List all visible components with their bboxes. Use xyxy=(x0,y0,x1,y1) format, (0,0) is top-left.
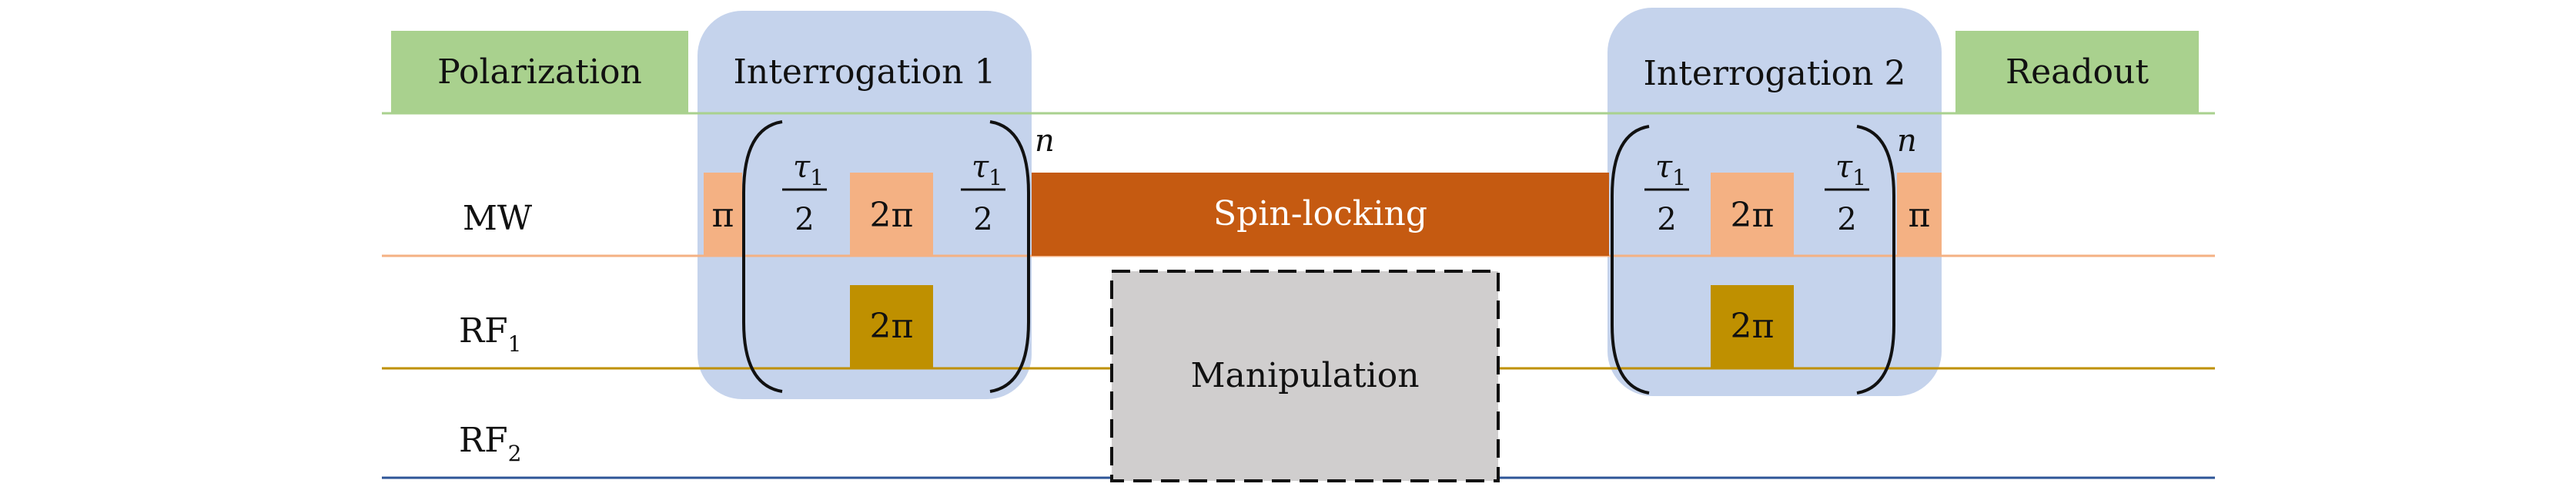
tau-numerator-2b: τ1 xyxy=(1835,149,1866,190)
tau-numerator-1a: τ1 xyxy=(793,149,824,190)
tau-denominator-2b: 2 xyxy=(1837,202,1856,237)
rf2-main: RF xyxy=(459,421,508,460)
polarization-box xyxy=(391,31,688,114)
repeat-n-1: n xyxy=(1035,123,1055,159)
rf1-2pi-label-2: 2π xyxy=(1731,307,1775,346)
mw-2pi-pulse-2 xyxy=(1711,173,1794,256)
mw-pi-pulse-2 xyxy=(1897,173,1942,256)
mw-2pi-label-1: 2π xyxy=(870,196,914,235)
left-bracket-1 xyxy=(742,120,783,393)
manipulation-box xyxy=(1110,270,1500,482)
left-bracket-2 xyxy=(1611,125,1650,395)
rf2-row-label: RF2 xyxy=(459,421,522,466)
tau-denominator-2a: 2 xyxy=(1657,202,1676,237)
readout-box xyxy=(1955,31,2199,114)
mw-2pi-pulse-1 xyxy=(850,173,933,256)
rf1-2pi-pulse-2 xyxy=(1711,285,1794,368)
tau-denominator-1b: 2 xyxy=(973,202,992,237)
manipulation-label: Manipulation xyxy=(1190,356,1419,395)
spin-locking-label: Spin-locking xyxy=(1213,194,1427,233)
rf1-2pi-label-1: 2π xyxy=(870,307,914,346)
spin-locking-pulse xyxy=(1032,173,1609,256)
tau-subscript: 1 xyxy=(1852,165,1866,190)
interrogation1-label: Interrogation 1 xyxy=(734,52,996,92)
tau-numerator-2a: τ1 xyxy=(1655,149,1686,190)
repeat-n-2: n xyxy=(1897,123,1917,159)
tau-subscript: 1 xyxy=(989,165,1002,190)
right-bracket-2 xyxy=(1856,125,1895,395)
rf1-subscript: 1 xyxy=(508,331,522,357)
readout-label: Readout xyxy=(2006,52,2149,92)
rf2-subscript: 2 xyxy=(508,441,522,466)
tau-symbol: τ xyxy=(1835,149,1853,185)
mw-2pi-label-2: 2π xyxy=(1731,196,1775,235)
interrogation2-label: Interrogation 2 xyxy=(1644,54,1906,93)
tau-symbol: τ xyxy=(1655,149,1673,185)
mw-pi-label-2: π xyxy=(1909,196,1931,235)
rf1-row-label: RF1 xyxy=(459,311,522,357)
polarization-label: Polarization xyxy=(437,52,642,92)
mw-pi-label-1: π xyxy=(712,196,734,235)
tau-subscript: 1 xyxy=(1672,165,1686,190)
rf1-2pi-pulse-1 xyxy=(850,285,933,368)
tau-numerator-1b: τ1 xyxy=(972,149,1002,190)
right-bracket-1 xyxy=(989,120,1030,393)
mw-pi-pulse-1 xyxy=(704,173,742,256)
mw-row-label: MW xyxy=(463,199,533,238)
tau-subscript: 1 xyxy=(810,165,824,190)
tau-symbol: τ xyxy=(793,149,811,185)
tau-denominator-1a: 2 xyxy=(795,202,814,237)
tau-symbol: τ xyxy=(972,149,989,185)
rf1-main: RF xyxy=(459,311,508,351)
